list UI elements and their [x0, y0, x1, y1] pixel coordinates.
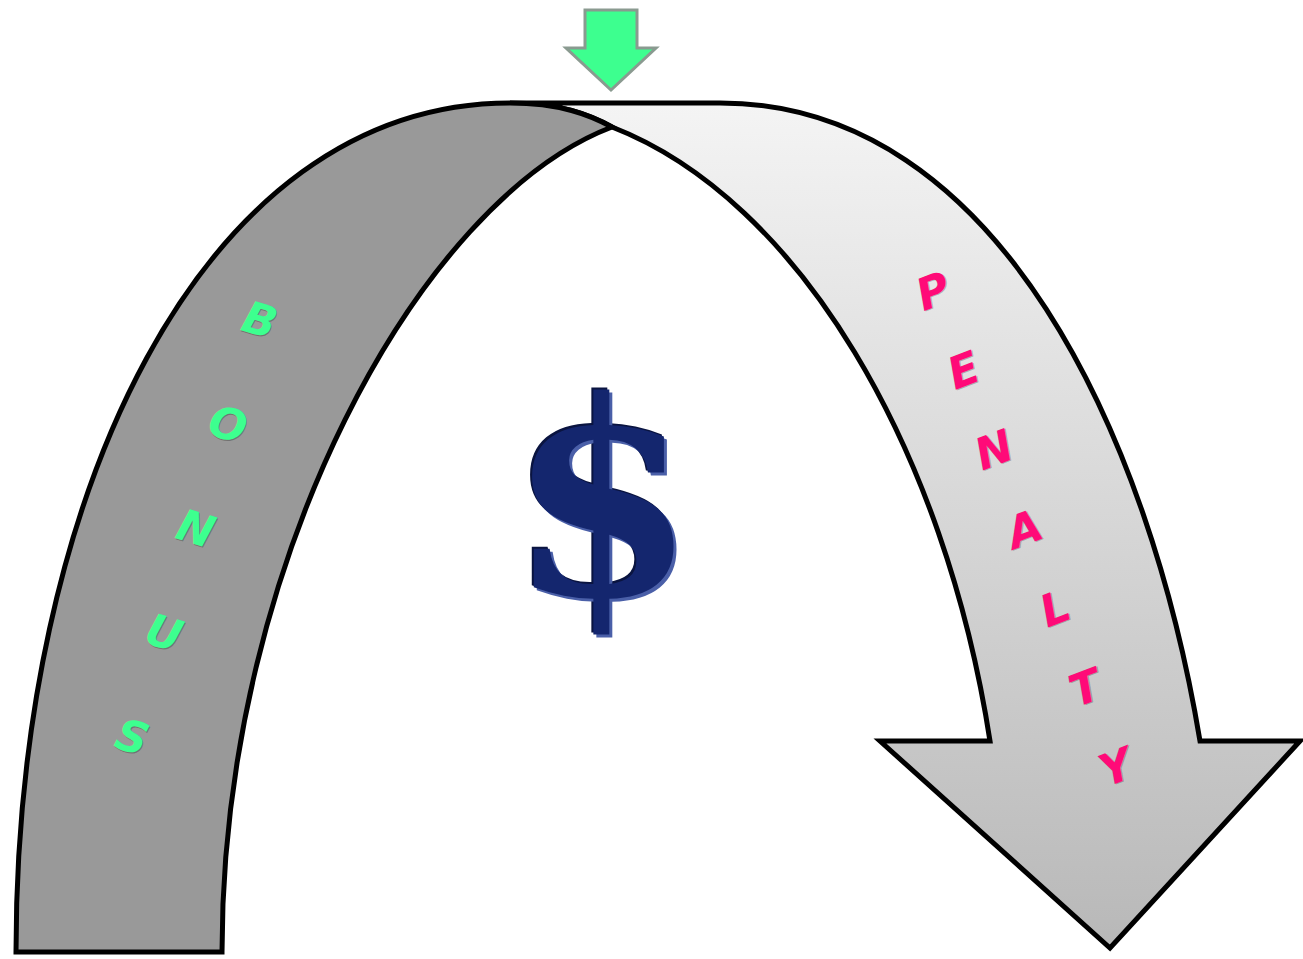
pointer-arrow — [566, 10, 656, 90]
dollar-sign: $ — [508, 365, 696, 635]
